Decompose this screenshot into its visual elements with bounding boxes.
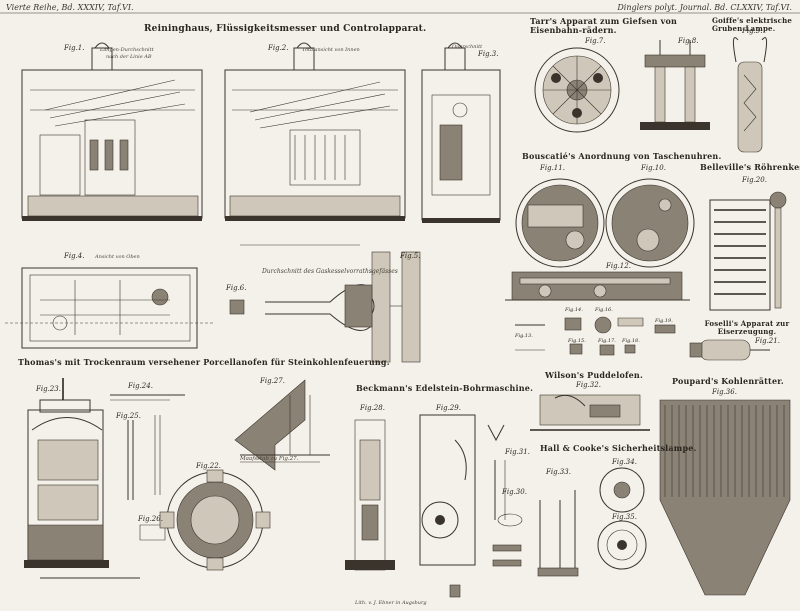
fig8-drawing (640, 40, 710, 130)
label-fig4: Fig.4. (64, 252, 85, 260)
label-fig27: Fig.27. (260, 377, 285, 385)
fig24-26-drawings (110, 394, 185, 541)
label-fig29: Fig.29. (436, 404, 461, 412)
label-fig7: Fig.7. (585, 37, 606, 45)
label-fig9: Fig.9. (742, 27, 763, 35)
note-massstab: Maafsstab zu Fig.27. (240, 456, 299, 462)
fig28-drawing (345, 419, 395, 571)
note-totalansicht: Totalansicht von Innen (302, 47, 360, 53)
label-fig28: Fig.28. (360, 404, 385, 412)
title-reininghaus: Reininghaus, Flüssigkeitsmesser und Cont… (144, 24, 427, 34)
label-fig19: Fig.19. (655, 318, 673, 324)
label-fig12: Fig.12. (606, 262, 631, 270)
label-fig17: Fig.17. (598, 338, 616, 344)
title-beckmann: Beckmann's Edelstein-Bohrmaschine. (356, 383, 534, 393)
fig23-drawing (24, 378, 109, 568)
label-fig34: Fig.34. (612, 458, 637, 466)
fig29-drawing (419, 414, 476, 598)
label-fig2: Fig.2. (268, 44, 289, 52)
title-thomas: Thomas's mit Trockenraum versehener Porc… (18, 357, 390, 367)
label-fig15: Fig.15. (568, 338, 586, 344)
fig22-drawing (159, 469, 271, 571)
title-tarr: Tarr's Apparat zum Giefsen von Eisenbahn… (530, 16, 678, 35)
fig3-drawing (421, 42, 501, 223)
note-querschnitt: Querschnitt (452, 44, 483, 50)
plate-series-label: Vierte Reihe, Bd. XXXIV, Taf.VI. (6, 3, 134, 12)
journal-label: Dinglers polyt. Journal. Bd. CLXXIV, Taf… (617, 3, 792, 12)
label-fig22: Fig.22. (196, 462, 221, 470)
label-fig24: Fig.24. (128, 382, 153, 390)
note-ansicht-oben: Ansicht von Oben (95, 254, 140, 260)
fig4-drawing (5, 267, 215, 349)
fig33-drawing (537, 490, 579, 577)
label-fig32: Fig.32. (576, 381, 601, 389)
title-bouscatie: Bouscatié's Anordnung von Taschenuhren. (522, 151, 722, 161)
label-fig8: Fig.8. (678, 37, 699, 45)
label-fig10: Fig.10. (641, 164, 666, 172)
label-fig16: Fig.16. (595, 307, 613, 313)
label-fig26: Fig.26. (138, 515, 163, 523)
label-fig3: Fig.3. (478, 50, 499, 58)
label-fig30: Fig.30. (502, 488, 527, 496)
title-hall-cooke: Hall & Cooke's Sicherheitslampe. (540, 443, 697, 453)
fig12-drawing (505, 271, 690, 301)
fig9-drawing (732, 37, 768, 153)
note-durchschnitt: Durchschnitt des Gaskesselvorrathsgefäss… (262, 268, 398, 275)
label-fig21: Fig.21. (755, 337, 780, 345)
title-poupard: Poupard's Kohlenrätter. (672, 376, 784, 386)
note-nach-linie: nach der Linie AB (106, 54, 152, 60)
fig30-31-drawings (487, 424, 523, 567)
title-wilson: Wilson's Puddelofen. (545, 370, 643, 380)
label-fig35: Fig.35. (612, 513, 637, 521)
label-fig20: Fig.20. (742, 176, 767, 184)
small-parts-drawings (515, 316, 676, 356)
label-fig13: Fig.13. (515, 333, 533, 339)
title-goiffe: Goiffe's elektrische Gruben-Lampe. (712, 16, 793, 33)
footer-lithographer: Lith. v. J. Ebner in Augsburg (355, 600, 427, 606)
fig6-drawing (229, 299, 245, 315)
label-fig5: Fig.5. (400, 252, 421, 260)
fig36-drawing (659, 399, 791, 596)
label-fig31: Fig.31. (505, 448, 530, 456)
fig7-drawing (534, 47, 620, 133)
label-fig33: Fig.33. (546, 468, 571, 476)
fig2-drawing (224, 42, 406, 221)
label-fig23: Fig.23. (36, 385, 61, 393)
fig27-drawing (234, 379, 330, 471)
title-belleville: Belleville's Röhrenkessel. (700, 162, 800, 172)
fig5-drawing (240, 244, 421, 363)
title-foselli: Foselli's Apparat zur Eiserzeugung. (704, 319, 790, 336)
label-fig6: Fig.6. (226, 284, 247, 292)
fig1-drawing (21, 42, 203, 221)
fig32-drawing (530, 394, 650, 431)
fig34-drawing (599, 467, 645, 513)
fig11-drawing (515, 178, 605, 268)
fig10-drawing (605, 178, 695, 268)
label-fig18: Fig.18. (622, 338, 640, 344)
label-fig14: Fig.14. (565, 307, 583, 313)
label-fig11: Fig.11. (540, 164, 565, 172)
label-fig36: Fig.36. (712, 388, 737, 396)
label-fig1: Fig.1. (64, 44, 85, 52)
note-laengsschnitt: Längen-Durchschnitt (100, 47, 154, 53)
fig21-drawing (689, 339, 770, 361)
fig20-drawing (709, 191, 787, 311)
label-fig25: Fig.25. (116, 412, 141, 420)
fig35-drawing (597, 520, 647, 570)
